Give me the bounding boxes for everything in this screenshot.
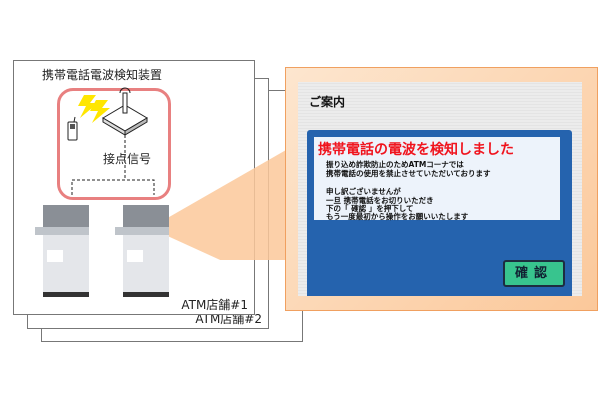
message-line: 下の「 確認 」を押下して xyxy=(326,204,414,213)
store2-label: ATM店舗#2 xyxy=(195,312,262,326)
detector-diagram xyxy=(67,87,286,260)
lightning-icon xyxy=(78,95,110,123)
atm-machine-1 xyxy=(35,205,89,297)
message-line: 一旦 携帯電話をお切りいただき xyxy=(326,196,434,205)
message-line: もう一度最初から操作をお願いいたします xyxy=(326,212,469,221)
message-line: 携帯電話の使用を禁止させていただいております xyxy=(326,169,491,178)
device-title: 携帯電話電波検知装置 xyxy=(42,68,163,82)
alert-message-box: 携帯電話の電波を検知しました 振り込め詐欺防止のためATMコーナでは 携帯電話の… xyxy=(314,137,560,221)
message-line: 振り込め詐欺防止のためATMコーナでは xyxy=(326,160,464,169)
detector-group-box xyxy=(57,88,171,200)
contact-signal-label: 接点信号 xyxy=(103,152,152,166)
alert-headline: 携帯電話の電波を検知しました xyxy=(318,142,514,158)
message-line: 申し訳ございませんが xyxy=(326,187,401,196)
signal-line xyxy=(71,135,155,195)
confirm-button[interactable]: 確認 xyxy=(503,260,565,287)
callout-cone xyxy=(150,150,286,260)
screen-title: ご案内 xyxy=(309,95,346,109)
atm-machine-2 xyxy=(115,205,169,297)
store1-label: ATM店舗#1 xyxy=(181,298,248,312)
detector-device-icon xyxy=(102,87,148,136)
mobile-phone-icon xyxy=(67,116,78,141)
